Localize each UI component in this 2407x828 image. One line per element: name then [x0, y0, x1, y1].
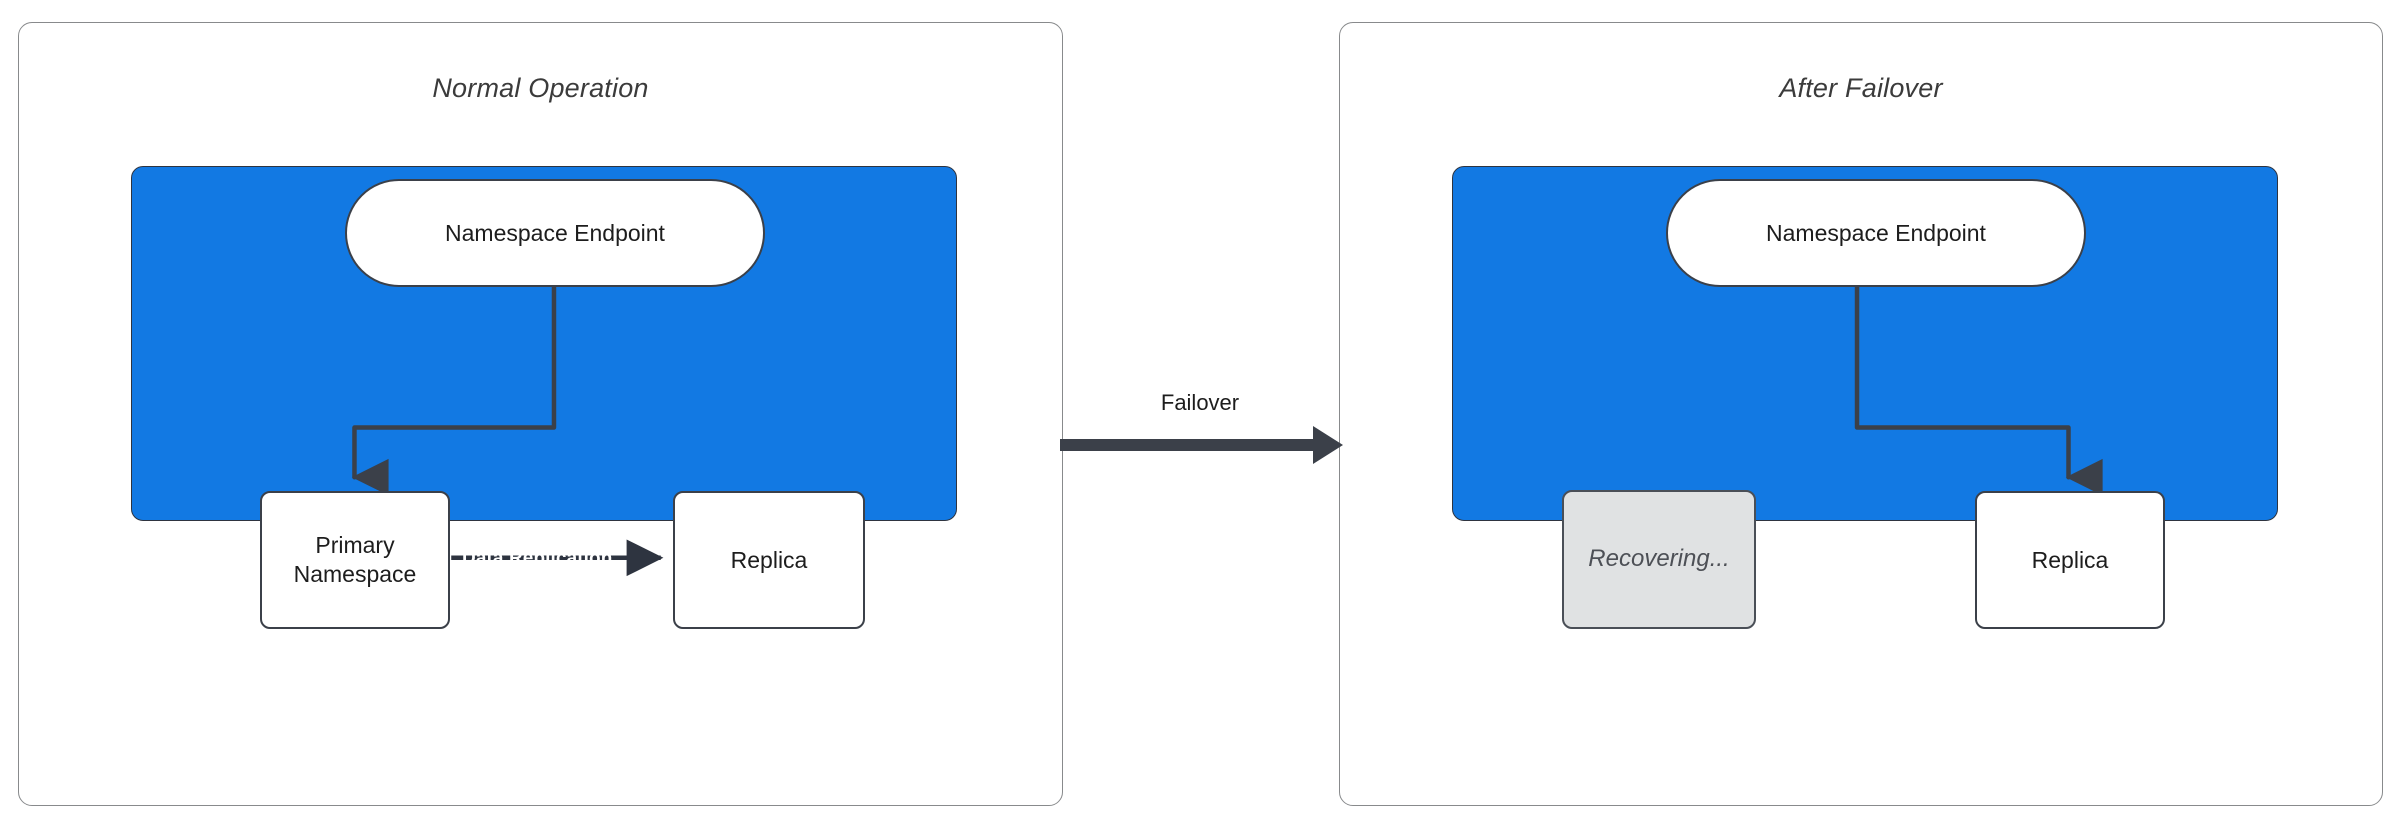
failover-transition-label: Failover: [1160, 390, 1240, 415]
node-replica-failover[interactable]: Replica: [1975, 491, 2165, 629]
edge-label-data-replication: Data Replication: [462, 548, 613, 569]
node-primary-namespace-line1: Primary: [315, 532, 395, 559]
node-replica-normal[interactable]: Replica: [673, 491, 865, 629]
node-namespace-endpoint-normal[interactable]: Namespace Endpoint: [345, 179, 765, 287]
panel-normal-operation-title: Normal Operation: [432, 73, 649, 103]
panel-after-failover-title: After Failover: [1779, 73, 1943, 103]
panel-after-failover: After Failover Namespace Endpoint Recove…: [1339, 22, 2383, 806]
panel-normal-operation: Normal Operation Da: [18, 22, 1063, 806]
blue-region-normal: Data Replication Namespace Endpoint Prim…: [131, 166, 957, 629]
node-namespace-endpoint-failover[interactable]: Namespace Endpoint: [1666, 179, 2086, 287]
node-primary-namespace[interactable]: Primary Namespace: [260, 491, 450, 629]
node-primary-namespace-line2: Namespace: [293, 561, 417, 587]
node-recovering[interactable]: Recovering...: [1562, 490, 1756, 629]
failover-transition-arrow: [1060, 426, 1343, 464]
blue-region-failover: Namespace Endpoint Recovering... Replica: [1452, 166, 2278, 629]
